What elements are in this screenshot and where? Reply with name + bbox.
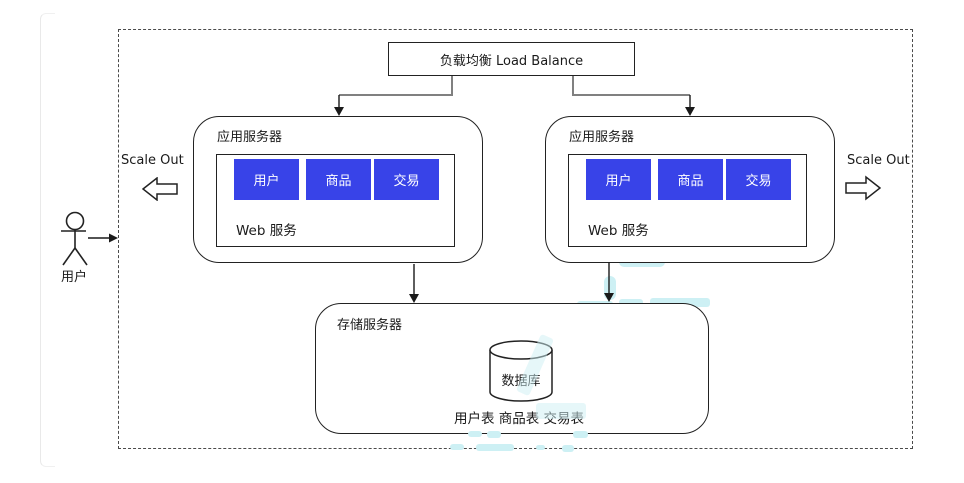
scale-out-right-label: Scale Out: [847, 153, 910, 168]
web-service-container: 用户 商品 交易 Web 服务: [568, 154, 807, 247]
scale-out-left-arrow-icon: [142, 177, 178, 201]
watermark-fragment: [476, 444, 514, 451]
web-service-label: Web 服务: [236, 223, 297, 239]
module-box-goods: 商品: [306, 159, 371, 200]
actor-label: 用户: [60, 270, 87, 285]
storage-server-title: 存储服务器: [337, 318, 403, 333]
canvas-edge-line: [40, 13, 55, 467]
tables-label: 用户表 商品表 交易表: [453, 411, 585, 427]
watermark-fragment: [650, 298, 710, 307]
app-server-node-right: 应用服务器 用户 商品 交易 Web 服务: [545, 116, 835, 263]
watermark-fragment: [536, 445, 545, 450]
scale-out-left-label: Scale Out: [121, 153, 184, 168]
watermark-fragment: [450, 444, 464, 450]
load-balancer-label: 负载均衡 Load Balance: [439, 53, 584, 69]
scale-out-right-arrow-icon: [845, 175, 881, 201]
system-boundary-dashed-box: [118, 29, 913, 449]
watermark-fragment: [487, 431, 501, 438]
web-service-label: Web 服务: [588, 223, 649, 239]
watermark-fragment: [468, 431, 482, 437]
module-box-trade: 交易: [374, 159, 439, 200]
module-box-trade: 交易: [726, 159, 791, 200]
watermark-fragment: [536, 403, 586, 419]
load-balancer-node: 负载均衡 Load Balance: [388, 42, 635, 76]
watermark-fragment: [573, 431, 588, 438]
app-server-node-left: 应用服务器 用户 商品 交易 Web 服务: [193, 116, 483, 263]
storage-server-node: 存储服务器 数据库 用户表 商品表 交易表: [315, 303, 709, 434]
watermark-fragment: [604, 276, 616, 300]
module-box-user: 用户: [586, 159, 651, 200]
app-server-title: 应用服务器: [569, 130, 635, 145]
web-service-container: 用户 商品 交易 Web 服务: [216, 154, 455, 247]
user-actor-icon: [61, 211, 88, 266]
app-server-title: 应用服务器: [217, 130, 283, 145]
module-box-user: 用户: [234, 159, 299, 200]
watermark-fragment: [562, 445, 574, 452]
module-box-goods: 商品: [658, 159, 723, 200]
